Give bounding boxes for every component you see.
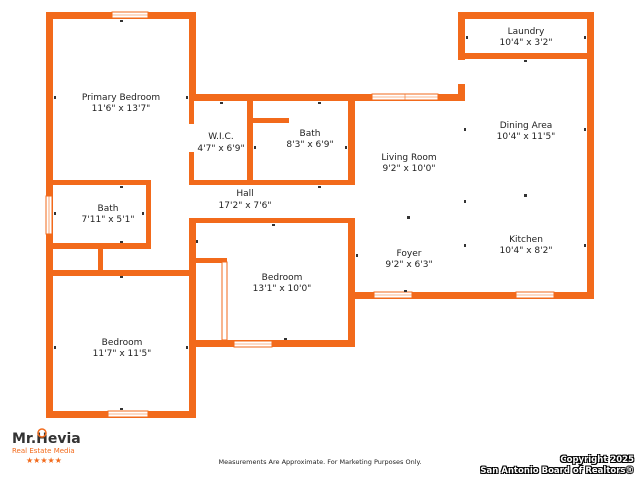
wall-bath-stub bbox=[253, 118, 289, 123]
disclaimer-text: Measurements Are Approximate. For Market… bbox=[218, 458, 422, 466]
room-dims-living-room: 9'2" x 10'0" bbox=[383, 164, 436, 174]
copyright-line-1: Copyright 2025 bbox=[560, 455, 634, 465]
wall-bath-left-north bbox=[46, 180, 146, 185]
wall-wic-bath bbox=[247, 94, 253, 184]
room-dims-wic: 4'7" x 6'9" bbox=[197, 144, 244, 154]
room-name-foyer: Foyer bbox=[397, 249, 422, 259]
room-name-kitchen: Kitchen bbox=[509, 235, 543, 245]
wall-east bbox=[587, 12, 594, 298]
room-name-bath-center: Bath bbox=[300, 129, 321, 139]
wall-bath-east bbox=[348, 94, 355, 184]
closet-door-panel bbox=[221, 261, 228, 341]
room-dims-kitchen: 10'4" x 8'2" bbox=[500, 246, 553, 256]
logo-tagline: Real Estate Media bbox=[12, 447, 75, 455]
wall-laundry-south bbox=[458, 53, 594, 59]
wall-bedroom-left-north bbox=[46, 270, 196, 276]
wall-closet-divider bbox=[98, 249, 103, 276]
room-name-laundry: Laundry bbox=[508, 27, 545, 37]
room-name-wic: W.I.C. bbox=[208, 132, 233, 142]
wall-bedroom-center-east bbox=[348, 218, 355, 346]
wall-bath-left-east bbox=[146, 180, 151, 248]
wall-hall-north bbox=[189, 180, 355, 185]
room-labels: Primary Bedroom 11'6" x 13'7" W.I.C. 4'7… bbox=[82, 27, 556, 359]
room-name-dining-area: Dining Area bbox=[500, 121, 553, 131]
wall-closet-top bbox=[194, 258, 226, 263]
room-name-hall: Hall bbox=[236, 189, 253, 199]
wall-dining-west-stub bbox=[458, 84, 465, 101]
room-dims-dining-area: 10'4" x 11'5" bbox=[497, 132, 556, 142]
wall-bath-left-south bbox=[46, 243, 151, 249]
room-name-bedroom-left: Bedroom bbox=[102, 338, 143, 348]
room-dims-bedroom-center: 13'1" x 10'0" bbox=[253, 284, 312, 294]
room-dims-bath-left: 7'11" x 5'1" bbox=[82, 215, 135, 225]
wall-wic-west-top bbox=[189, 94, 194, 124]
room-name-bedroom-center: Bedroom bbox=[262, 273, 303, 283]
windows bbox=[45, 11, 555, 418]
room-name-primary-bedroom: Primary Bedroom bbox=[82, 93, 160, 103]
room-dims-bath-center: 8'3" x 6'9" bbox=[286, 140, 333, 150]
wall-bedroom-left-east bbox=[189, 218, 196, 418]
room-name-bath-left: Bath bbox=[98, 204, 119, 214]
room-dims-laundry: 10'4" x 3'2" bbox=[500, 38, 553, 48]
room-name-living-room: Living Room bbox=[381, 153, 436, 163]
room-dims-bedroom-left: 11'7" x 11'5" bbox=[93, 349, 152, 359]
copyright-line-2: San Antonio Board of Realtors® bbox=[480, 466, 634, 476]
wall-south-foyer bbox=[348, 292, 594, 299]
logo-brand-text: Mr.Hevia bbox=[12, 431, 81, 447]
copyright-watermark: Copyright 2025 San Antonio Board of Real… bbox=[480, 455, 634, 477]
wall-bedroom-center-north bbox=[189, 218, 354, 223]
logo-stars: ★★★★★ bbox=[26, 456, 62, 465]
wall-laundry-west bbox=[458, 12, 465, 60]
wall-primary-east bbox=[189, 12, 196, 100]
room-dims-hall: 17'2" x 7'6" bbox=[219, 201, 272, 211]
wall-wic-west-bottom bbox=[189, 152, 194, 184]
room-dims-foyer: 9'2" x 6'3" bbox=[385, 260, 432, 270]
room-dims-primary-bedroom: 11'6" x 13'7" bbox=[92, 104, 151, 114]
brand-logo: Mr.Hevia Real Estate Media ★★★★★ bbox=[12, 428, 81, 465]
wall-north-mid bbox=[189, 94, 464, 101]
wall-north-laundry bbox=[458, 12, 593, 19]
dimension-ticks bbox=[54, 20, 586, 410]
logo-house-icon bbox=[37, 428, 47, 438]
